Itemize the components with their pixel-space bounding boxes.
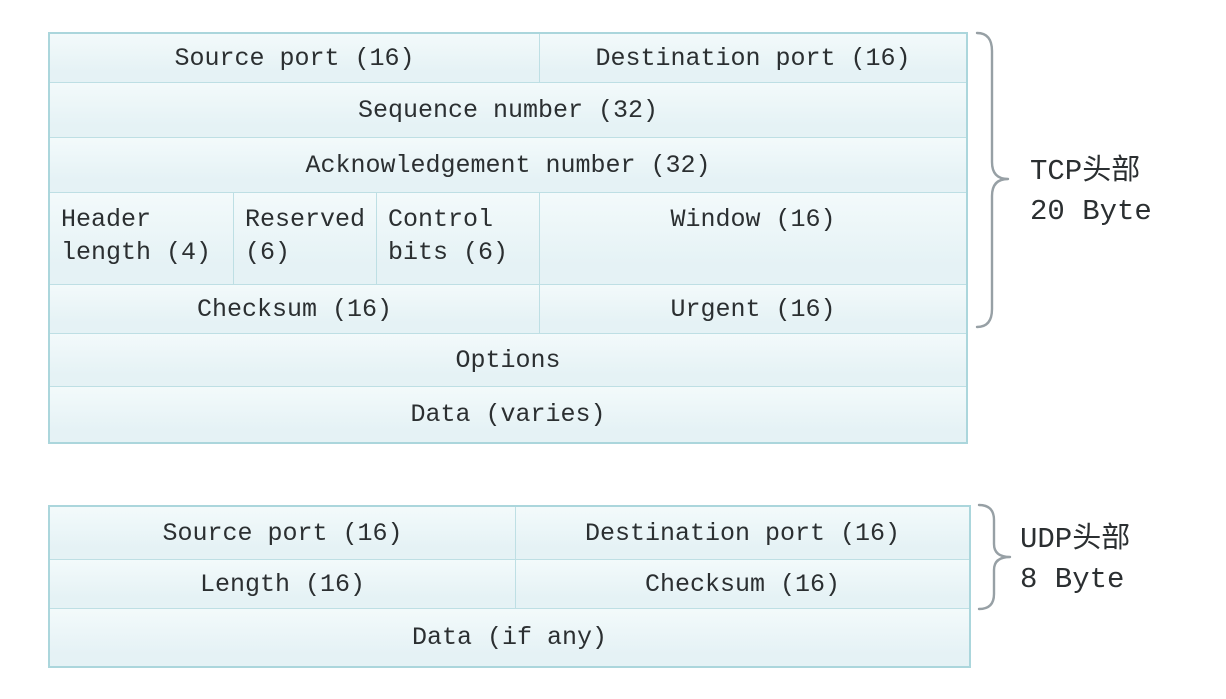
tcp-cell-options: Options [50,334,966,387]
tcp-cell-control-bits: Control bits (6) [377,193,540,285]
tcp-label: TCP头部 20 Byte [1030,152,1152,232]
tcp-cell-source-port: Source port (16) [50,34,540,83]
tcp-label-size: 20 Byte [1030,195,1152,228]
udp-cell-length: Length (16) [50,560,516,609]
udp-label: UDP头部 8 Byte [1020,520,1130,600]
udp-header-table: Source port (16) Destination port (16) L… [48,505,971,668]
tcp-cell-acknowledgement-number: Acknowledgement number (32) [50,138,966,193]
udp-brace [977,503,1012,611]
tcp-cell-reserved: Reserved (6) [234,193,377,285]
tcp-cell-urgent: Urgent (16) [540,285,966,334]
udp-label-title: UDP头部 [1020,523,1131,556]
udp-label-size: 8 Byte [1020,563,1125,596]
tcp-cell-checksum: Checksum (16) [50,285,540,334]
tcp-brace [975,31,1010,329]
tcp-cell-destination-port: Destination port (16) [540,34,966,83]
udp-cell-source-port: Source port (16) [50,507,516,560]
tcp-cell-data: Data (varies) [50,387,966,442]
tcp-cell-window: Window (16) [540,193,966,285]
tcp-label-title: TCP头部 [1030,155,1141,188]
tcp-header-table: Source port (16) Destination port (16) S… [48,32,968,444]
udp-cell-data: Data (if any) [50,609,969,666]
udp-cell-destination-port: Destination port (16) [516,507,969,560]
tcp-cell-header-length: Header length (4) [50,193,234,285]
udp-cell-checksum: Checksum (16) [516,560,969,609]
tcp-cell-sequence-number: Sequence number (32) [50,83,966,138]
